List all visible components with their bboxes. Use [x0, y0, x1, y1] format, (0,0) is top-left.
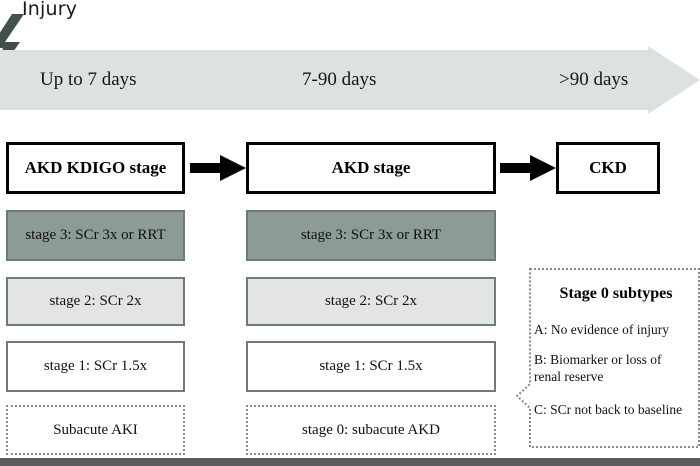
timeline-segment-label-1: 7-90 days [302, 69, 377, 90]
stage-box-b-3: stage 3: SCr 3x or RRT [246, 210, 496, 261]
stage-0-subtypes-callout: Stage 0 subtypes A: No evidence of injur… [516, 268, 700, 448]
arrow-akd-to-ckd-icon [500, 155, 556, 181]
header-box-akd-stage: AKD stage [246, 142, 496, 194]
header-box-akd-kdigo-stage: AKD KDIGO stage [6, 142, 185, 194]
stage-box-a-2: stage 2: SCr 2x [6, 277, 185, 326]
stage-box-a-subacute-aki: Subacute AKI [6, 405, 185, 455]
timeline-segment-label-0: Up to 7 days [40, 69, 137, 90]
header-box-ckd: CKD [556, 142, 660, 194]
stage-box-a-3: stage 3: SCr 3x or RRT [6, 210, 185, 261]
callout-item-c: C: SCr not back to baseline [534, 401, 683, 417]
stage-box-b-2: stage 2: SCr 2x [246, 277, 496, 326]
timeline-arrow-banner [0, 46, 700, 114]
arrow-akd-kdigo-to-akd-icon [190, 155, 246, 181]
injury-label: Injury [22, 0, 78, 20]
stage-box-b-1: stage 1: SCr 1.5x [246, 341, 496, 392]
stage-box-b-stage-0: stage 0: subacute AKD [246, 405, 496, 455]
callout-title: Stage 0 subtypes [559, 285, 673, 302]
stage-box-a-1: stage 1: SCr 1.5x [6, 341, 185, 392]
timeline-segment-label-2: >90 days [559, 69, 629, 90]
callout-item-a: A: No evidence of injury [534, 322, 669, 337]
callout-outline [516, 268, 700, 448]
bottom-band [0, 458, 700, 466]
callout-item-b: B: Biomarker or loss of renal reserve [534, 351, 662, 384]
